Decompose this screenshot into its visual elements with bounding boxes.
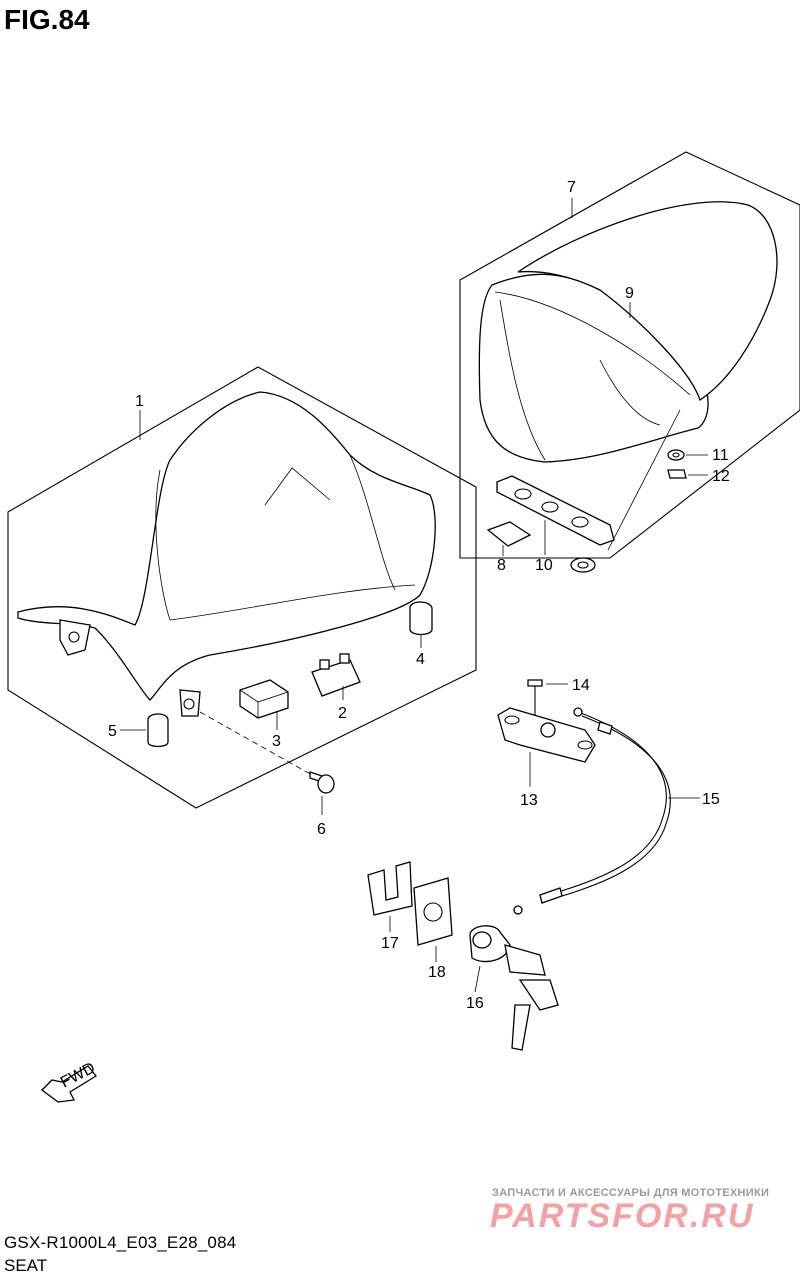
cushion-5 bbox=[147, 713, 169, 748]
diagram-caption: SEAT bbox=[4, 1256, 48, 1275]
clip-17 bbox=[367, 861, 413, 916]
rear-cowl-panel bbox=[459, 151, 800, 573]
callout-18: 18 bbox=[428, 964, 446, 981]
seat-lock-cable-15 bbox=[547, 711, 667, 896]
watermark-logo: PARTSFOR.RU bbox=[490, 1197, 755, 1235]
rubber-bumper-4 bbox=[409, 601, 433, 636]
callout-7: 7 bbox=[567, 179, 576, 196]
callout-14: 14 bbox=[572, 677, 590, 694]
callout-17: 17 bbox=[381, 935, 399, 952]
callout-10: 10 bbox=[535, 557, 553, 574]
figure-title: FIG.84 bbox=[4, 4, 90, 35]
callout-3: 3 bbox=[272, 733, 281, 750]
callout-5: 5 bbox=[108, 723, 117, 740]
callout-13: 13 bbox=[520, 792, 538, 809]
front-seat-panel bbox=[7, 366, 477, 809]
lock-plate-18 bbox=[413, 877, 453, 946]
callout-11: 11 bbox=[712, 447, 729, 464]
pad-8 bbox=[486, 521, 532, 547]
callout-15: 15 bbox=[702, 791, 720, 808]
fwd-direction-marker: FWD bbox=[41, 1059, 98, 1103]
callout-16: 16 bbox=[466, 995, 484, 1012]
rubber-cushion-2 bbox=[311, 659, 361, 697]
callout-4: 4 bbox=[416, 651, 425, 668]
callout-1: 1 bbox=[135, 393, 144, 410]
watermark-tagline: ЗАПЧАСТИ И АКСЕССУАРЫ ДЛЯ МОТОТЕХНИКИ bbox=[492, 1187, 770, 1199]
callout-12: 12 bbox=[712, 468, 730, 485]
washer-11-nut-12 bbox=[667, 449, 708, 479]
front-seat-drawing bbox=[17, 391, 436, 701]
model-code: GSX-R1000L4_E03_E28_084 bbox=[4, 1233, 237, 1252]
seat-lock-assembly bbox=[367, 679, 700, 1051]
callout-8: 8 bbox=[497, 557, 506, 574]
callout-9: 9 bbox=[625, 285, 634, 302]
callout-2: 2 bbox=[338, 705, 347, 722]
bolt-6 bbox=[199, 711, 335, 815]
cushion-block-3 bbox=[239, 679, 289, 719]
callout-6: 6 bbox=[317, 821, 326, 838]
